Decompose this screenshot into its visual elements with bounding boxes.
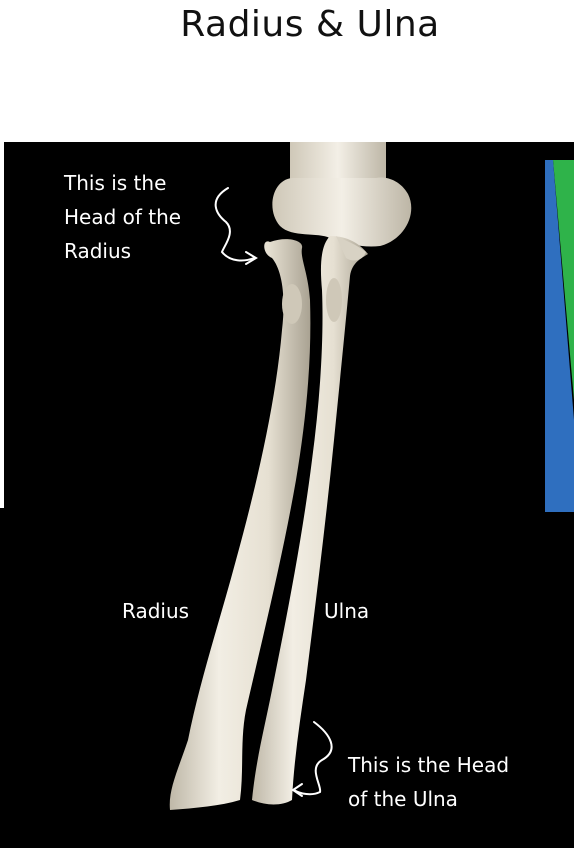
radius-label: Radius (122, 599, 190, 623)
panel-edge (0, 142, 4, 508)
ulna-process (336, 236, 366, 261)
radius-head-label-line1: This is the (64, 171, 167, 195)
ulna-label: Ulna (324, 599, 370, 623)
humerus-bone (272, 142, 412, 247)
page-title: Radius & Ulna (180, 4, 440, 45)
arrow-icon (214, 187, 258, 265)
radius-head-label: This is the Head of the Radius (64, 166, 181, 268)
radial-tuberosity (282, 284, 302, 324)
radius-head-label-line3: Radius (64, 239, 132, 263)
ulna-head-label: This is the Head of the Ulna (348, 748, 509, 816)
accent-blue-shape (545, 160, 574, 512)
ulna-bone (252, 236, 368, 805)
ulna-ridge (326, 278, 342, 322)
accent-green-shape (553, 160, 574, 400)
radius-head-label-line2: Head of the (64, 205, 182, 229)
ulna-head-label-line1: This is the Head (348, 753, 510, 777)
ulna-head-label-line2: of the Ulna (348, 787, 458, 811)
arrow-icon (291, 721, 333, 797)
